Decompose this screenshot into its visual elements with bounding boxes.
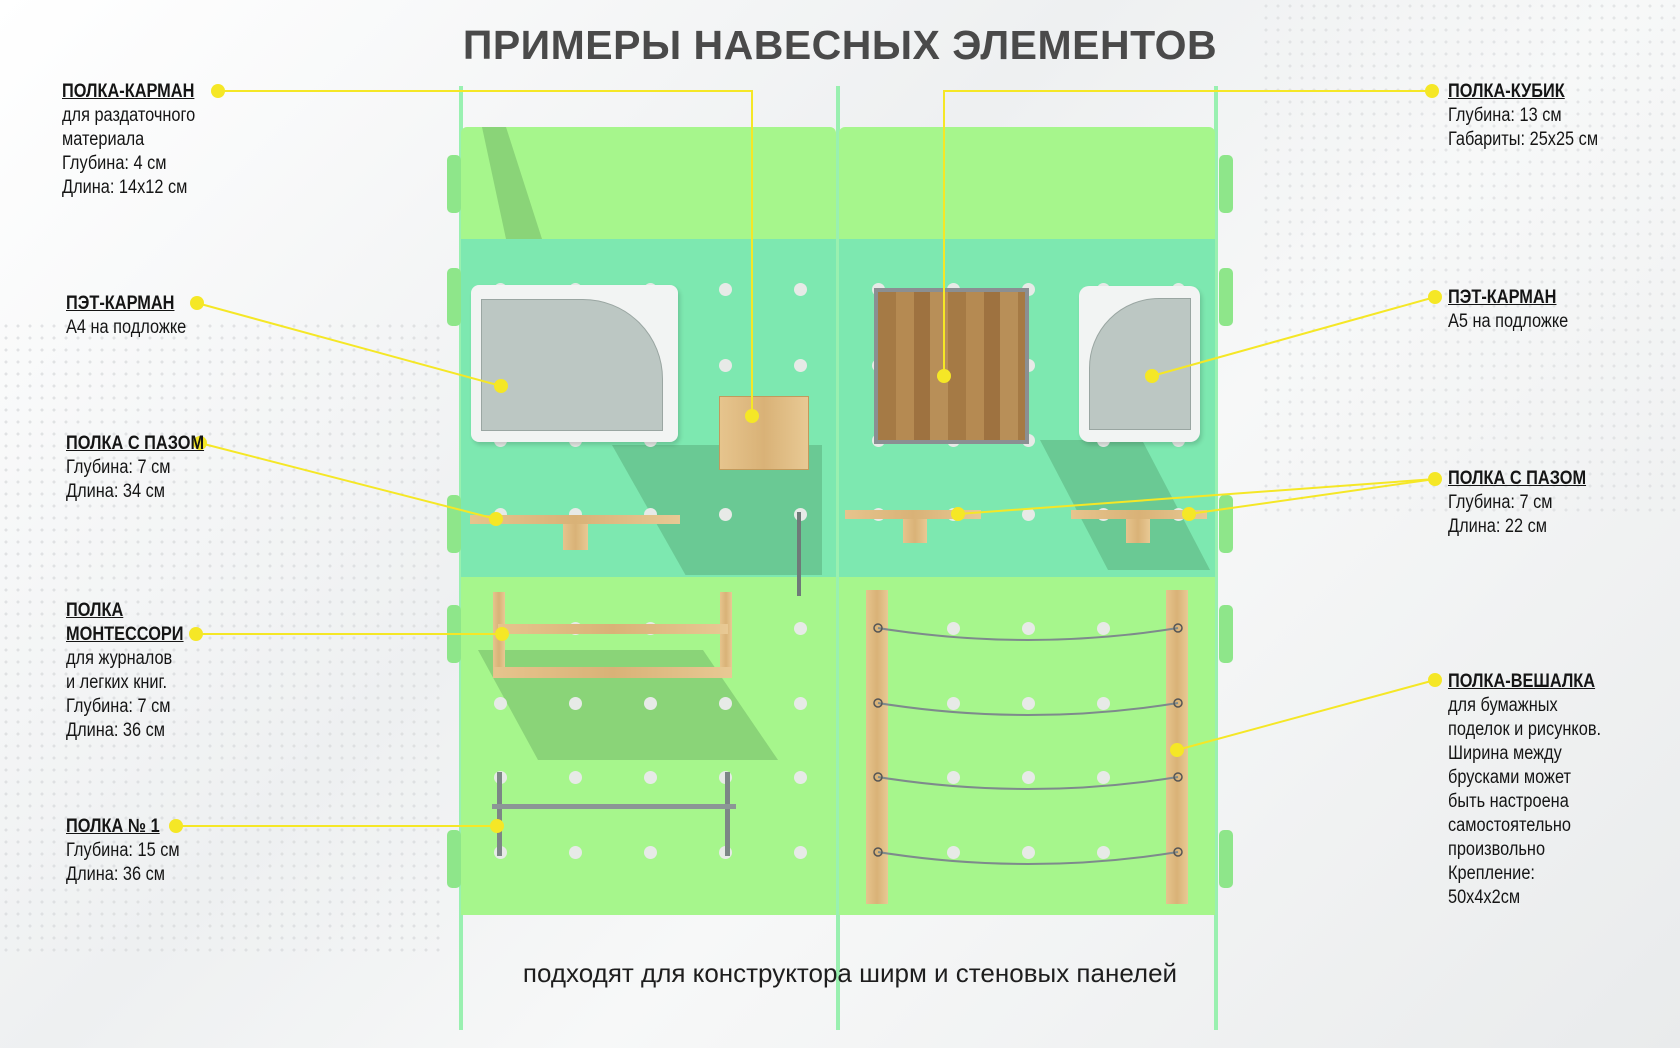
label-heading: ПЭТ-КАРМАН: [1448, 287, 1557, 308]
label-heading: МОНТЕССОРИ: [66, 624, 184, 645]
panel-sheet-top-left: [461, 127, 836, 239]
label-pet-pocket-a5: ПЭТ-КАРМАН А5 на подложке: [1448, 286, 1568, 334]
groove-shelf-22: [1071, 510, 1207, 519]
label-line: Длина: 22 см: [1448, 516, 1548, 537]
label-line: Глубина: 7 см: [66, 457, 171, 478]
label-heading: ПОЛКА-КАРМАН: [62, 81, 195, 102]
groove-shelf-22: [845, 510, 981, 519]
label-shelf-no-1: ПОЛКА № 1 Глубина: 15 см Длина: 36 см: [66, 815, 180, 887]
shelf-cube: [874, 288, 1029, 444]
pegboard-hole: [794, 697, 807, 710]
pegboard-hole: [719, 697, 732, 710]
pegboard-hole: [719, 359, 732, 372]
panel-pole-middle: [836, 86, 840, 1030]
pegboard-hole: [644, 846, 657, 859]
label-pet-pocket-a4: ПЭТ-КАРМАН А4 на подложке: [66, 292, 186, 340]
groove-shelf-22-bracket: [1126, 519, 1150, 543]
page-title: ПРИМЕРЫ НАВЕСНЫХ ЭЛЕМЕНТОВ: [462, 22, 1218, 68]
pegboard-hole: [1022, 508, 1035, 521]
dot-pattern-left: [0, 320, 440, 960]
pegboard-hole: [794, 771, 807, 784]
pegboard-hole: [794, 359, 807, 372]
subtitle: подходят для конструктора ширм и стеновы…: [522, 958, 1178, 988]
connector-tab: [1219, 830, 1233, 888]
dot-pattern-right: [1260, 0, 1680, 520]
label-heading: ПОЛКА № 1: [66, 816, 160, 837]
groove-shelf-34-bracket: [563, 524, 588, 550]
label-line: для журналов: [66, 648, 173, 669]
label-hanger: ПОЛКА-ВЕШАЛКА для бумажных поделок и рис…: [1448, 670, 1601, 910]
label-line: и легких книг.: [66, 672, 168, 693]
label-heading: ПОЛКА: [66, 600, 124, 621]
label-line: Длина: 36 см: [66, 864, 166, 885]
pet-pocket-a5: [1079, 286, 1200, 442]
pegboard-hole: [644, 697, 657, 710]
label-montessori: ПОЛКА МОНТЕССОРИ для журналов и легких к…: [66, 599, 184, 743]
label-line: Габариты: 25х25 см: [1448, 129, 1599, 150]
label-line: 50х4х2см: [1448, 887, 1521, 908]
label-line: Глубина: 13 см: [1448, 105, 1562, 126]
label-groove-shelf-22: ПОЛКА С ПАЗОМ Глубина: 7 см Длина: 22 см: [1448, 467, 1586, 539]
montessori-base: [494, 667, 732, 678]
label-groove-shelf-34: ПОЛКА С ПАЗОМ Глубина: 7 см Длина: 34 см: [66, 432, 204, 504]
label-heading: ПОЛКА-ВЕШАЛКА: [1448, 671, 1596, 692]
label-line: материала: [62, 129, 145, 150]
label-line: произвольно: [1448, 839, 1546, 860]
connector-tab: [1219, 268, 1233, 326]
label-line: Глубина: 7 см: [66, 696, 171, 717]
panel-sheet-top-right: [839, 127, 1215, 239]
panel-pole-right: [1214, 86, 1218, 1030]
label-line: Глубина: 7 см: [1448, 492, 1553, 513]
label-line: Крепление:: [1448, 863, 1535, 884]
connector-tab: [447, 268, 461, 326]
label-cube: ПОЛКА-КУБИК Глубина: 13 см Габариты: 25х…: [1448, 80, 1598, 152]
pegboard-hole: [794, 283, 807, 296]
pegboard-hole: [644, 771, 657, 784]
label-line: для бумажных: [1448, 695, 1558, 716]
label-line: Глубина: 4 см: [62, 153, 167, 174]
label-line: Длина: 14х12 см: [62, 177, 188, 198]
label-line: Длина: 34 см: [66, 481, 166, 502]
label-line: быть настроена: [1448, 791, 1569, 812]
groove-shelf-22-bracket: [903, 519, 927, 543]
groove-shelf-34: [470, 515, 680, 524]
label-line: Длина: 36 см: [66, 720, 166, 741]
label-line: А4 на подложке: [66, 317, 187, 338]
shelf-no-1-post: [725, 772, 730, 856]
shelf-no-1-bar: [492, 804, 736, 809]
label-line: поделок и рисунков.: [1448, 719, 1602, 740]
metal-hook: [797, 512, 801, 596]
label-shelf-pocket: ПОЛКА-КАРМАН для раздаточного материала …: [62, 80, 195, 200]
connector-tab: [447, 155, 461, 213]
label-heading: ПЭТ-КАРМАН: [66, 293, 175, 314]
label-heading: ПОЛКА С ПАЗОМ: [66, 433, 205, 454]
pegboard-hole: [569, 846, 582, 859]
pegboard-hole: [569, 771, 582, 784]
label-line: Глубина: 15 см: [66, 840, 180, 861]
pegboard-hole: [569, 697, 582, 710]
montessori-rail: [498, 624, 728, 634]
pegboard-hole: [494, 697, 507, 710]
shelf-cube-face: [878, 292, 1025, 440]
label-line: А5 на подложке: [1448, 311, 1569, 332]
montessori-side: [720, 592, 732, 678]
label-line: брусками может: [1448, 767, 1572, 788]
shelf-pocket: [719, 396, 809, 470]
pegboard-hole: [719, 283, 732, 296]
label-line: Ширина между: [1448, 743, 1562, 764]
label-heading: ПОЛКА С ПАЗОМ: [1448, 468, 1587, 489]
shelf-no-1-post: [497, 772, 502, 856]
label-line: для раздаточного: [62, 105, 196, 126]
label-heading: ПОЛКА-КУБИК: [1448, 81, 1565, 102]
pet-pocket-a4: [471, 285, 678, 442]
connector-tab: [447, 830, 461, 888]
pegboard-hole: [794, 846, 807, 859]
label-line: самостоятельно: [1448, 815, 1571, 836]
connector-tab: [1219, 155, 1233, 213]
hanger-bar-left: [866, 590, 888, 904]
pegboard-hole: [794, 622, 807, 635]
pegboard-hole: [719, 508, 732, 521]
connector-tab: [1219, 605, 1233, 663]
